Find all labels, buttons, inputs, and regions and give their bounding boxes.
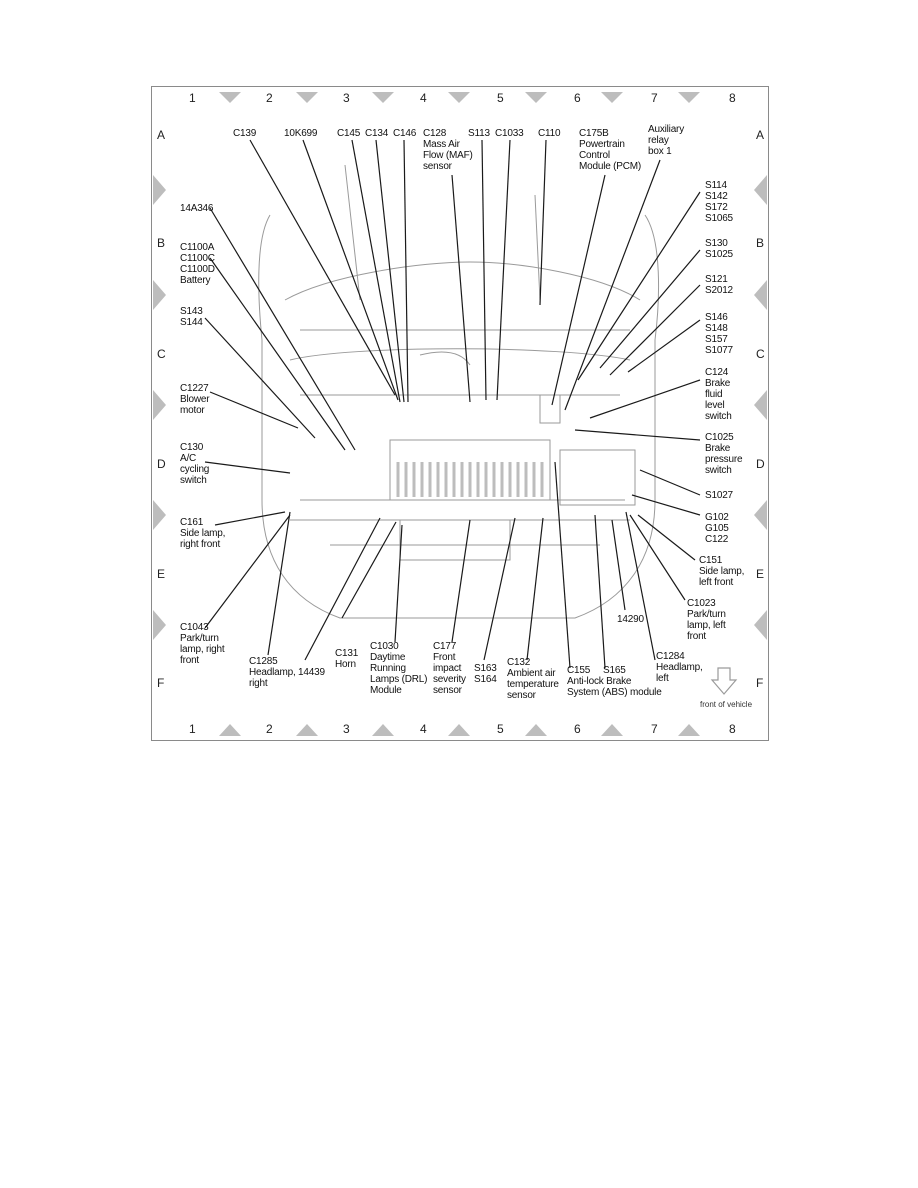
col-6-bottom: 6 [574,722,581,736]
col-1-top: 1 [189,91,196,105]
row-c-left: C [157,347,166,361]
label-s114: S114 S142 S172 S1065 [705,180,733,224]
label-c134: C134 [365,128,389,139]
col-6-top: 6 [574,91,581,105]
col-3-bottom: 3 [343,722,350,736]
label-c175b-pcm: C175B Powertrain Control Module (PCM) [579,128,642,172]
col-3-top: 3 [343,91,350,105]
label-c151-side-lamp-left: C151 Side lamp, left front [699,555,745,588]
diagram-frame [151,86,769,741]
row-a-right: A [756,128,765,142]
row-d-right: D [756,457,765,471]
label-c1284-headlamp-left: C1284 Headlamp, left [656,651,703,684]
label-s163: S163 S164 [474,663,497,685]
vehicle-outline [258,164,660,619]
label-c155-abs: C155 Anti-lock Brake System (ABS) module [567,665,662,698]
col-8-top: 8 [729,91,736,105]
label-s165: S165 [603,665,626,676]
col-8-bottom: 8 [729,722,736,736]
col-2-top: 2 [266,91,273,105]
label-10k699: 10K699 [284,128,318,139]
label-c1100-battery: C1100A C1100C C1100D Battery [180,242,215,286]
label-c1033: C1033 [495,128,524,139]
front-arrow-icon [710,667,738,695]
col-5-bottom: 5 [497,722,504,736]
row-a-left: A [157,128,166,142]
label-14439: 14439 [298,667,325,678]
label-c177-impact-sensor: C177 Front impact severity sensor [433,641,466,696]
label-c110: C110 [538,128,561,139]
label-c132-ambient-air: C132 Ambient air temperature sensor [507,657,559,701]
label-c128-maf: C128 Mass Air Flow (MAF) sensor [423,128,473,172]
front-of-vehicle-label: front of vehicle [700,700,753,709]
row-d-left: D [157,457,166,471]
label-c145: C145 [337,128,361,139]
row-e-right: E [756,567,765,581]
label-c146: C146 [393,128,417,139]
label-s113: S113 [468,128,490,139]
label-c161-side-lamp-right: C161 Side lamp, right front [180,517,226,550]
label-s1027: S1027 [705,490,733,501]
label-auxiliary-relay: Auxiliary relay box 1 [648,124,684,157]
label-c130-ac-switch: C130 A/C cycling switch [180,442,210,486]
row-c-right: C [756,347,765,361]
label-c131-horn: C131 Horn [335,648,359,670]
label-s143: S143 S144 [180,306,203,328]
row-b-left: B [157,236,166,250]
col-5-top: 5 [497,91,504,105]
label-14a346: 14A346 [180,203,214,214]
label-g102: G102 G105 C122 [705,512,729,545]
label-c1227-blower: C1227 Blower motor [180,383,210,416]
label-s121: S121 S2012 [705,274,733,296]
col-2-bottom: 2 [266,722,273,736]
label-c124-brake-fluid: C124 Brake fluid level switch [705,367,732,422]
grid-arrows [153,92,767,736]
leader-lines [204,139,701,669]
col-4-top: 4 [420,91,427,105]
row-b-right: B [756,236,765,250]
label-c139: C139 [233,128,257,139]
battery-cells [396,462,544,497]
row-f-left: F [157,676,165,690]
col-4-bottom: 4 [420,722,427,736]
label-c1285-headlamp-right: C1285 Headlamp, right [249,656,296,689]
row-f-right: F [756,676,764,690]
label-14290: 14290 [617,614,644,625]
label-c1025-brake-pressure: C1025 Brake pressure switch [705,432,743,476]
label-c1043-park-right: C1043 Park/turn lamp, right front [180,622,225,666]
label-s130: S130 S1025 [705,238,733,260]
col-1-bottom: 1 [189,722,196,736]
col-7-top: 7 [651,91,658,105]
row-e-left: E [157,567,166,581]
label-s146: S146 S148 S157 S1077 [705,312,733,356]
col-7-bottom: 7 [651,722,658,736]
label-c1030-drl: C1030 Daytime Running Lamps (DRL) Module [370,641,428,696]
label-c1023-park-left: C1023 Park/turn lamp, left front [687,598,726,642]
